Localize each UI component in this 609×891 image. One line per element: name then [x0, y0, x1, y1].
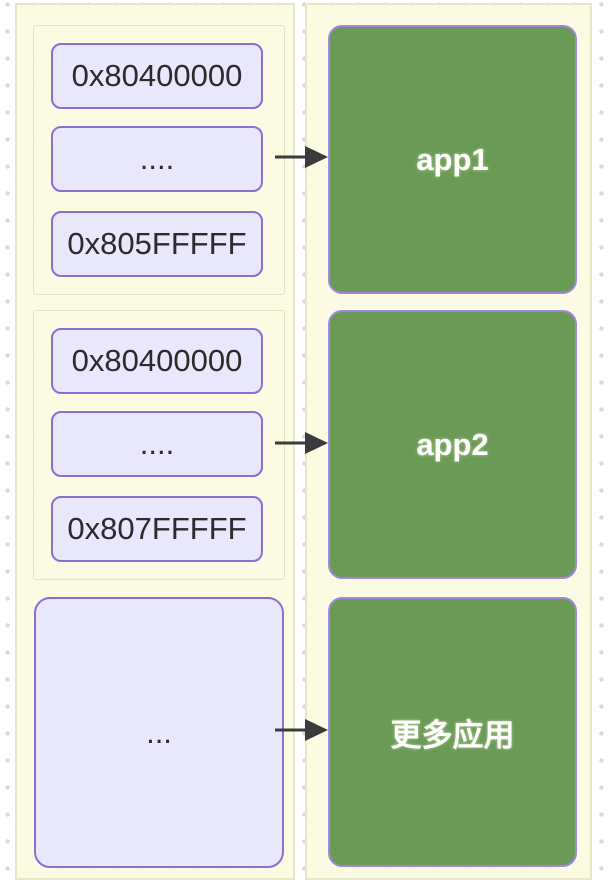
apps-panel: app1 app2 更多应用	[305, 3, 592, 880]
memory-start-address-app2: 0x80400000	[51, 328, 263, 394]
memory-end-address-app1: 0x805FFFFF	[51, 211, 263, 277]
arrow-right-icon-app1	[275, 144, 329, 170]
memory-range-ellipsis-app2: ....	[51, 411, 263, 477]
memory-start-address-app1: 0x80400000	[51, 43, 263, 109]
more-memory-ranges-cell: ...	[34, 597, 284, 868]
more-apps-node: 更多应用	[328, 597, 577, 867]
arrow-right-icon-app2	[275, 430, 329, 456]
arrow-right-icon-more-apps	[275, 717, 329, 743]
memory-range-ellipsis-app1: ....	[51, 126, 263, 192]
app2-node: app2	[328, 310, 577, 579]
memory-group-app1: 0x80400000 .... 0x805FFFFF	[33, 25, 285, 295]
memory-ranges-panel: 0x80400000 .... 0x805FFFFF 0x80400000 ..…	[15, 3, 295, 880]
memory-group-app2: 0x80400000 .... 0x807FFFFF	[33, 310, 285, 580]
app1-node: app1	[328, 25, 577, 294]
memory-end-address-app2: 0x807FFFFF	[51, 496, 263, 562]
